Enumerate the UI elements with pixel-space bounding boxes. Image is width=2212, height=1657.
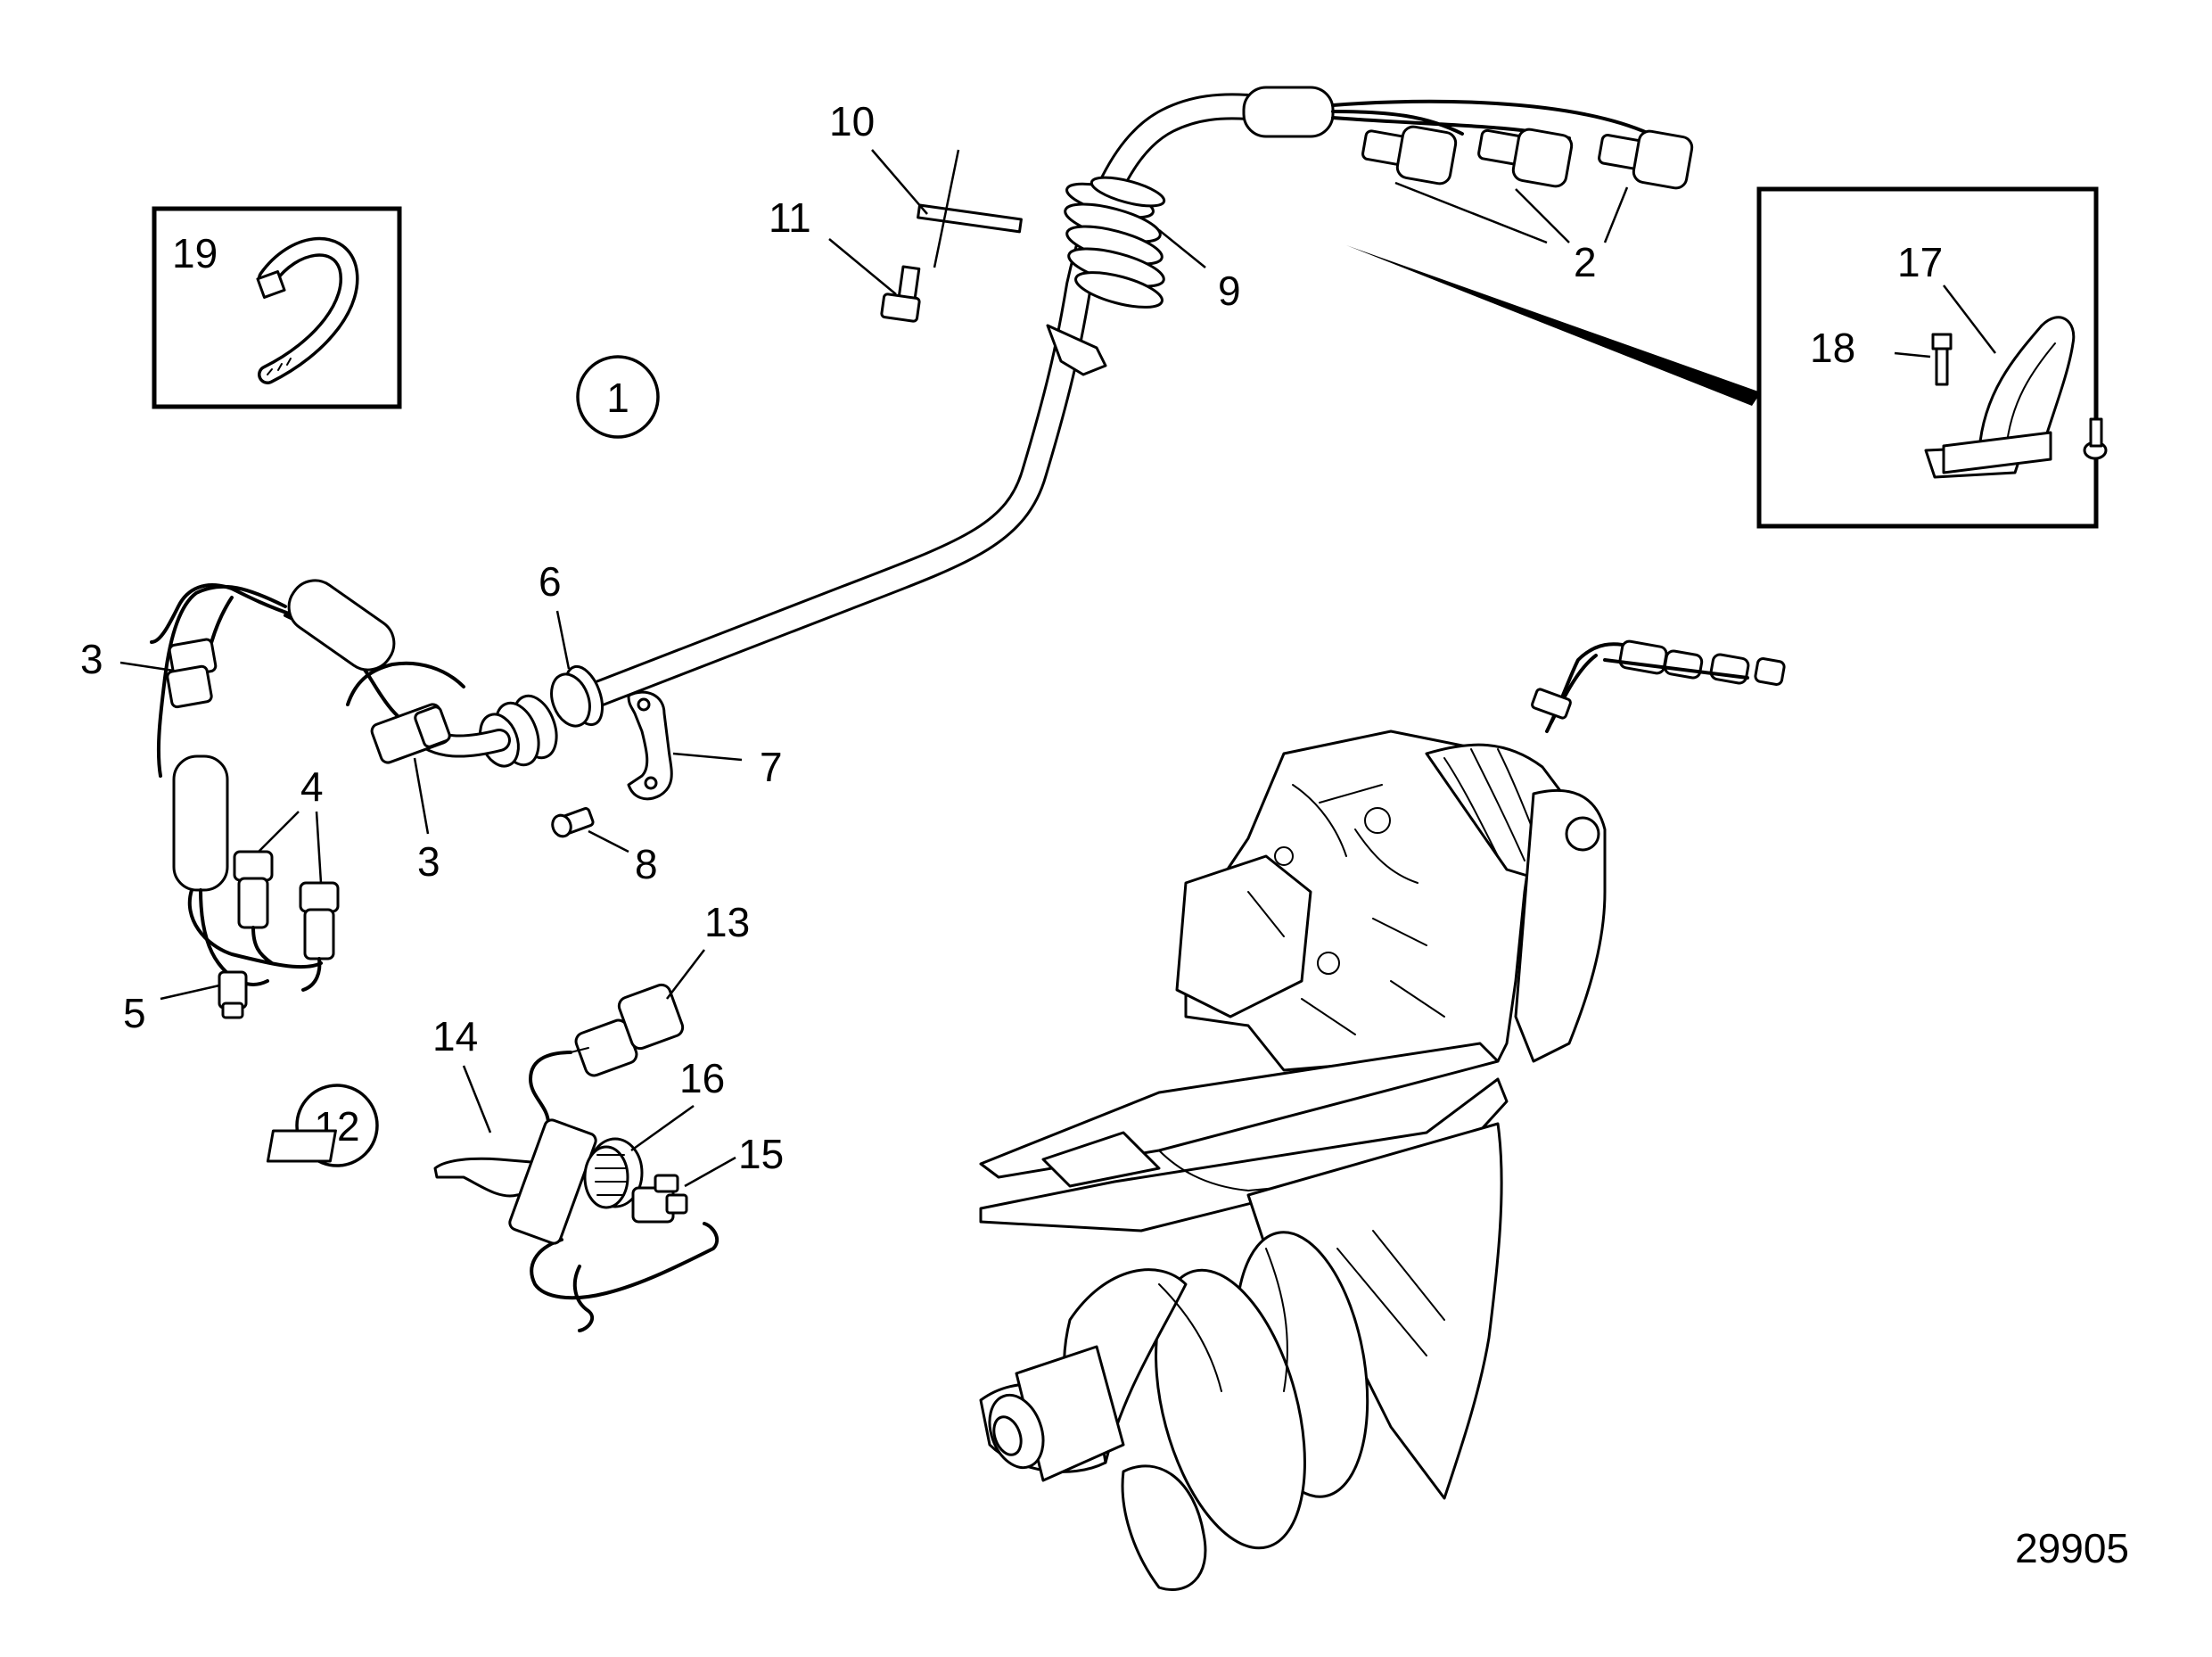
main-wiring-harness: 2 9 6 bbox=[479, 86, 1694, 768]
sensor-sleeve bbox=[508, 1118, 597, 1245]
leader-3a bbox=[119, 661, 175, 672]
leader-7 bbox=[672, 752, 743, 762]
leader-4a bbox=[258, 811, 300, 853]
harness-sleeve-vertical bbox=[172, 754, 229, 892]
cable-tie-icon bbox=[256, 236, 359, 384]
leader-2c bbox=[1603, 186, 1629, 243]
harness-sleeve-top bbox=[1242, 86, 1335, 138]
grommet-6-icon bbox=[479, 664, 604, 768]
callout-19: 19 bbox=[172, 230, 218, 276]
leader-10b bbox=[933, 149, 960, 268]
inset-17-frame bbox=[1756, 186, 2099, 529]
leader-14 bbox=[462, 1065, 492, 1134]
leader-10 bbox=[871, 149, 928, 215]
callout-18: 18 bbox=[1810, 325, 1855, 371]
leader-4b bbox=[315, 811, 323, 884]
grommet-9-icon bbox=[1046, 182, 1165, 376]
callout-5: 5 bbox=[123, 990, 146, 1036]
o-ring-9-icon bbox=[1090, 176, 1166, 208]
leader-6 bbox=[555, 610, 571, 670]
connector-4b-icon bbox=[299, 881, 340, 960]
fasteners-10-11: 10 11 bbox=[769, 98, 1023, 323]
sensor-15-icon bbox=[631, 1174, 688, 1224]
inset-pointer bbox=[1346, 245, 1761, 406]
inset-cable-tie: 19 bbox=[152, 206, 402, 409]
pin-10-icon bbox=[917, 203, 1023, 234]
leader-16 bbox=[630, 1104, 695, 1152]
harness-sleeve-left bbox=[287, 579, 396, 672]
inset-bracket: 17 18 bbox=[1756, 186, 2108, 529]
connector-4a-icon bbox=[233, 850, 274, 929]
connector-2c-icon bbox=[1598, 129, 1694, 190]
leader-11 bbox=[828, 238, 897, 295]
leader-17 bbox=[1943, 284, 1996, 354]
callout-11: 11 bbox=[769, 194, 811, 241]
callout-15: 15 bbox=[738, 1131, 784, 1177]
leader-18 bbox=[1894, 351, 1931, 359]
bracket-icon bbox=[1924, 316, 2108, 479]
leader-2b bbox=[1515, 188, 1570, 243]
callout-1: 1 bbox=[606, 375, 629, 421]
callout-13: 13 bbox=[704, 899, 750, 945]
leader-5 bbox=[160, 984, 220, 1001]
callout-4: 4 bbox=[300, 763, 324, 810]
stern-drive-unit bbox=[979, 639, 1786, 1591]
callout-6: 6 bbox=[539, 558, 562, 605]
bolt-18-icon bbox=[1931, 333, 1953, 386]
bolt-11-icon bbox=[880, 265, 921, 323]
connector-13-icon bbox=[570, 983, 685, 1077]
inset-19-frame bbox=[152, 206, 402, 409]
connector-5-icon bbox=[218, 970, 248, 1019]
callout-3b: 3 bbox=[417, 838, 440, 885]
leader-15 bbox=[684, 1156, 736, 1188]
left-harness-branch: 3 3 4 5 bbox=[80, 579, 511, 1036]
screw-8-icon bbox=[551, 807, 595, 838]
sensor-assembly-12: 13 14 16 15 bbox=[266, 899, 784, 1332]
leader-3b bbox=[413, 757, 430, 835]
callout-7: 7 bbox=[760, 744, 783, 790]
coil-16-icon bbox=[583, 1137, 644, 1209]
callout-9: 9 bbox=[1218, 268, 1241, 314]
callout-17: 17 bbox=[1897, 239, 1943, 285]
connector-2a-icon bbox=[1361, 125, 1458, 185]
callout-3a: 3 bbox=[80, 636, 103, 682]
callout-14: 14 bbox=[432, 1013, 478, 1059]
callout-2: 2 bbox=[1574, 239, 1597, 285]
leader-8 bbox=[588, 829, 629, 853]
leader-9 bbox=[1158, 229, 1206, 268]
connector-3b-icon bbox=[370, 703, 451, 764]
connector-3a-icon bbox=[166, 638, 218, 709]
callout-8: 8 bbox=[635, 841, 658, 887]
leader-2a bbox=[1394, 181, 1548, 244]
callout-10: 10 bbox=[829, 98, 875, 144]
connector-2b-icon bbox=[1477, 128, 1574, 188]
leader-13 bbox=[666, 949, 705, 1000]
clamp-7-icon bbox=[627, 690, 673, 801]
figure-number: 29905 bbox=[2015, 1525, 2129, 1571]
callout-16: 16 bbox=[679, 1055, 725, 1101]
reference-1: 1 bbox=[576, 355, 660, 439]
